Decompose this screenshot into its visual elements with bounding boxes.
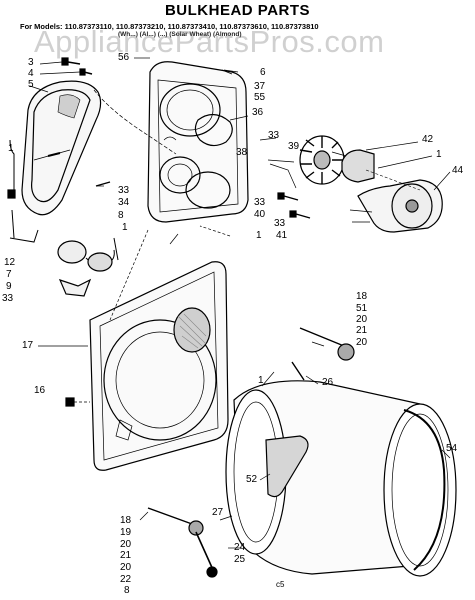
drum-seal-part: [403, 409, 446, 571]
callout-1-d: 1: [256, 230, 262, 241]
callout-44: 44: [452, 165, 464, 176]
callout-33-a: 33: [268, 130, 280, 141]
front-bulkhead-panel: [89, 261, 229, 471]
callout-1-c: 1: [122, 222, 128, 233]
callout-33-c: 33: [254, 197, 266, 208]
callout-21-b: 21: [120, 550, 132, 561]
callout-40: 40: [254, 209, 266, 220]
callout-4: 4: [28, 68, 34, 79]
callout-20-c: 20: [120, 539, 132, 550]
callout-38: 38: [236, 147, 248, 158]
callout-1-e: 1: [258, 375, 264, 386]
callout-7: 7: [6, 269, 12, 280]
rear-bulkhead-panel: [147, 61, 249, 223]
drum-part: [225, 380, 457, 577]
callout-33-e: 33: [2, 293, 14, 304]
callout-36: 36: [252, 107, 264, 118]
watermark: AppliancePartsPros.com: [34, 24, 385, 59]
callout-1-a: 1: [436, 149, 442, 160]
callout-18-b: 18: [120, 515, 132, 526]
screw-16: [65, 397, 90, 407]
callout-8-b: 8: [124, 585, 130, 596]
callout-41: 41: [276, 230, 288, 241]
callout-33-b: 33: [118, 185, 130, 196]
callout-52: 52: [246, 474, 258, 485]
callout-19: 19: [120, 527, 132, 538]
callout-16: 16: [34, 385, 46, 396]
seal-ring-part: [185, 171, 231, 209]
callout-24: 24: [234, 542, 246, 553]
callout-42: 42: [422, 134, 434, 145]
page-title: BULKHEAD PARTS: [164, 2, 311, 19]
callout-56: 56: [118, 52, 130, 63]
callout-27: 27: [212, 507, 224, 518]
callout-39: 39: [288, 141, 300, 152]
screws-3-4: [61, 57, 93, 76]
callout-55: 55: [254, 92, 266, 103]
blower-wheel-part: [299, 135, 345, 185]
callout-20-a: 20: [356, 314, 368, 325]
callout-34: 34: [118, 197, 130, 208]
felt-seal-part: [194, 113, 233, 147]
callout-26: 26: [322, 377, 334, 388]
callout-9: 9: [6, 281, 12, 292]
callout-8: 8: [118, 210, 124, 221]
callout-33-d: 33: [274, 218, 286, 229]
callout-20-b: 20: [356, 337, 368, 348]
model-color-note: (Wh...) (Al...) (...) (Solar Wheat) (Alm…: [118, 31, 242, 38]
thermostat-parts: [7, 139, 119, 297]
callout-25: 25: [234, 554, 246, 565]
callout-18-a: 18: [356, 291, 368, 302]
blower-housing-part: [341, 149, 443, 233]
callout-37: 37: [254, 81, 266, 92]
model-list: For Models: 110.87373110, 110.87373210, …: [20, 22, 319, 31]
callout-5: 5: [28, 79, 34, 90]
callout-20-d: 20: [120, 562, 132, 573]
callout-51: 51: [356, 303, 368, 314]
callout-1-b: 1: [8, 143, 14, 154]
drum-roller-parts: [147, 327, 355, 578]
exhaust-duct-part: [21, 80, 102, 216]
leader-lines: [29, 57, 451, 549]
callout-6: 6: [260, 67, 266, 78]
fasteners-33-40-41: [269, 163, 311, 219]
callout-54: 54: [446, 443, 458, 454]
callout-17: 17: [22, 340, 34, 351]
callout-22: 22: [120, 574, 132, 585]
callout-12: 12: [4, 257, 16, 268]
footer-code: c5: [276, 580, 285, 589]
callout-21-a: 21: [356, 325, 368, 336]
callout-3: 3: [28, 57, 34, 68]
